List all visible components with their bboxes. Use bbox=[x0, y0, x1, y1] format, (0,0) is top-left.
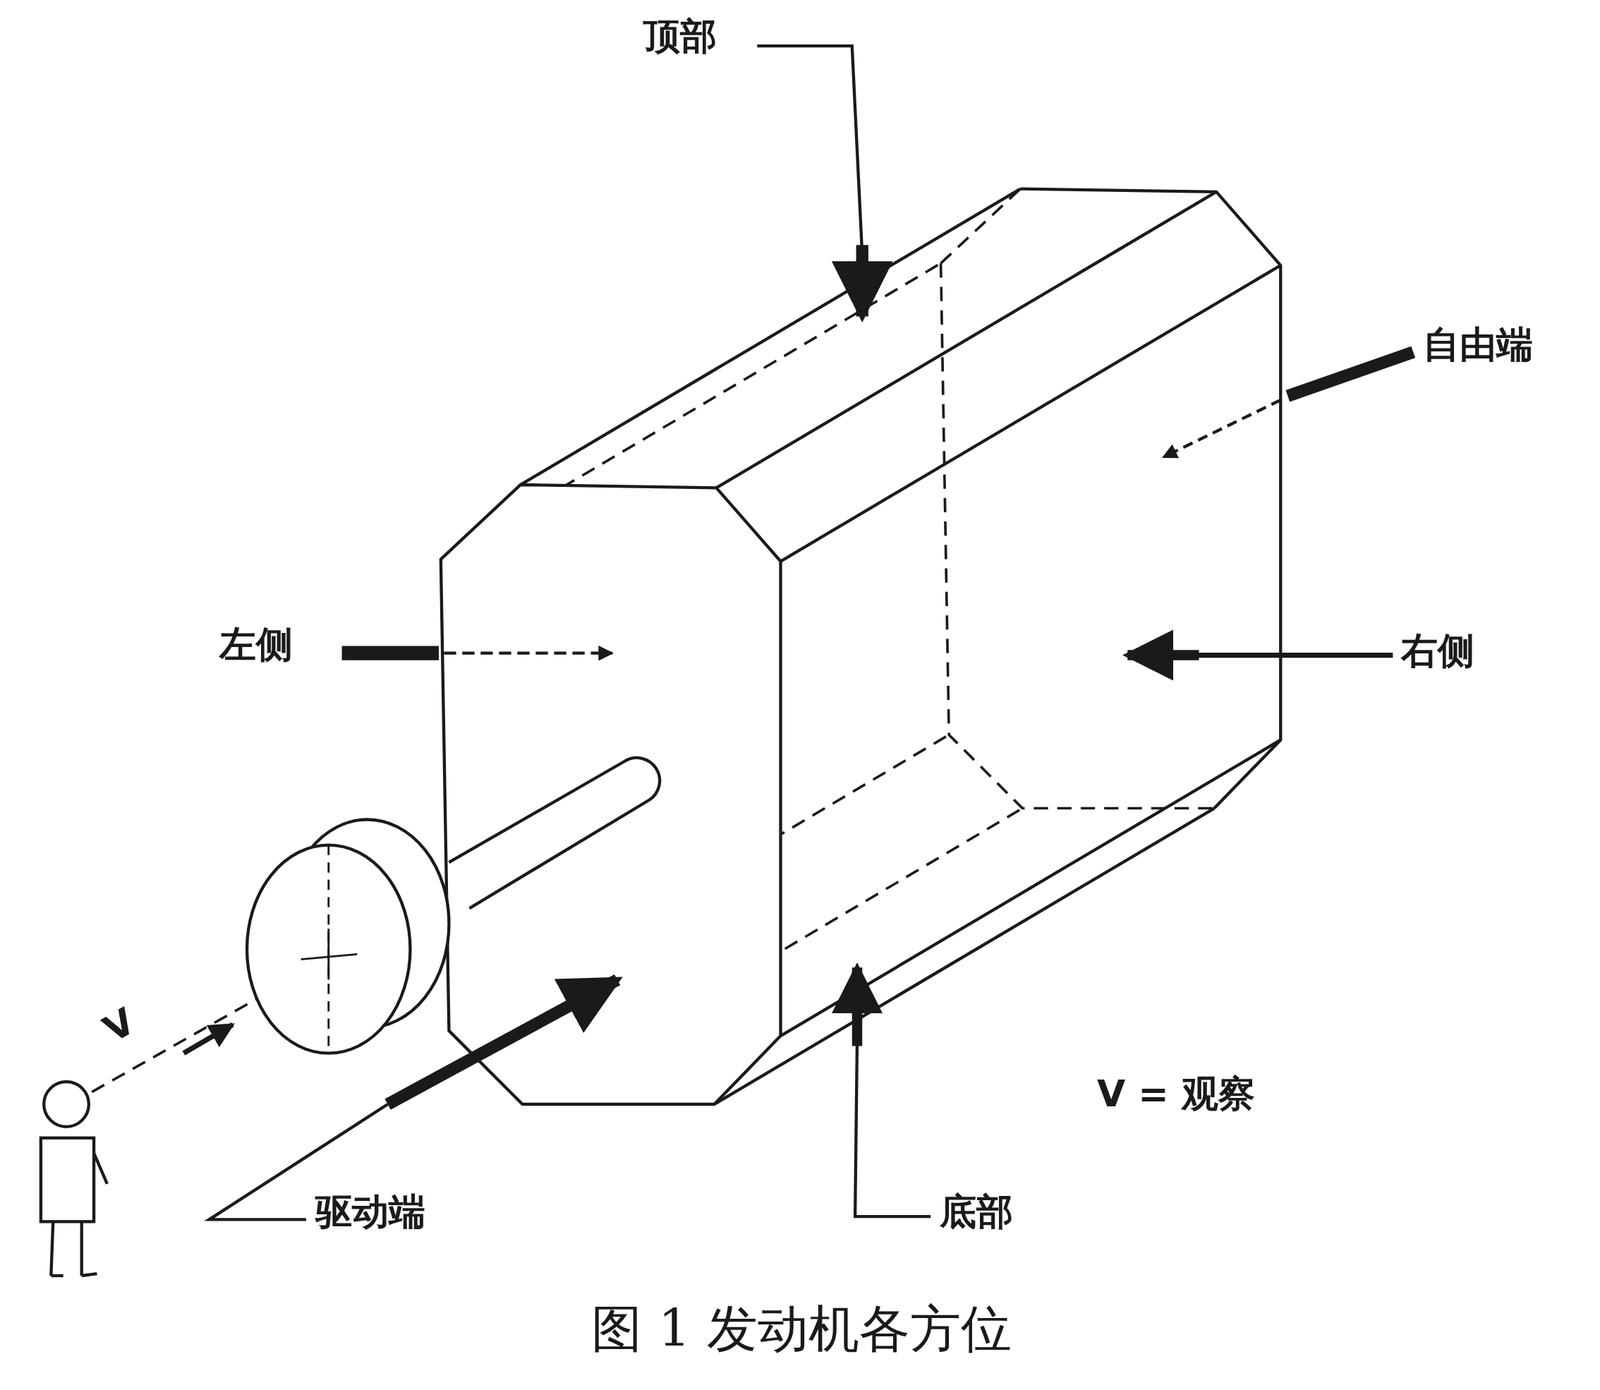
figure-caption: 图 1 发动机各方位 bbox=[586, 1300, 1016, 1357]
drive-shaft bbox=[246, 757, 660, 1054]
view-arrow bbox=[183, 1024, 233, 1053]
engine-block bbox=[91, 189, 1281, 1105]
direction-label: V = 观察 bbox=[1094, 1073, 1258, 1114]
direction-label: V bbox=[94, 999, 144, 1052]
direction-label: 驱动端 bbox=[312, 1191, 429, 1232]
observer-figure bbox=[40, 1081, 108, 1276]
direction-label: 顶部 bbox=[640, 16, 720, 57]
direction-label: 右侧 bbox=[1398, 630, 1478, 671]
direction-label: 左侧 bbox=[216, 624, 296, 665]
direction-label: 底部 bbox=[936, 1191, 1016, 1232]
direction-label: 自由端 bbox=[1420, 324, 1536, 365]
direction-arrows bbox=[209, 45, 1414, 1220]
